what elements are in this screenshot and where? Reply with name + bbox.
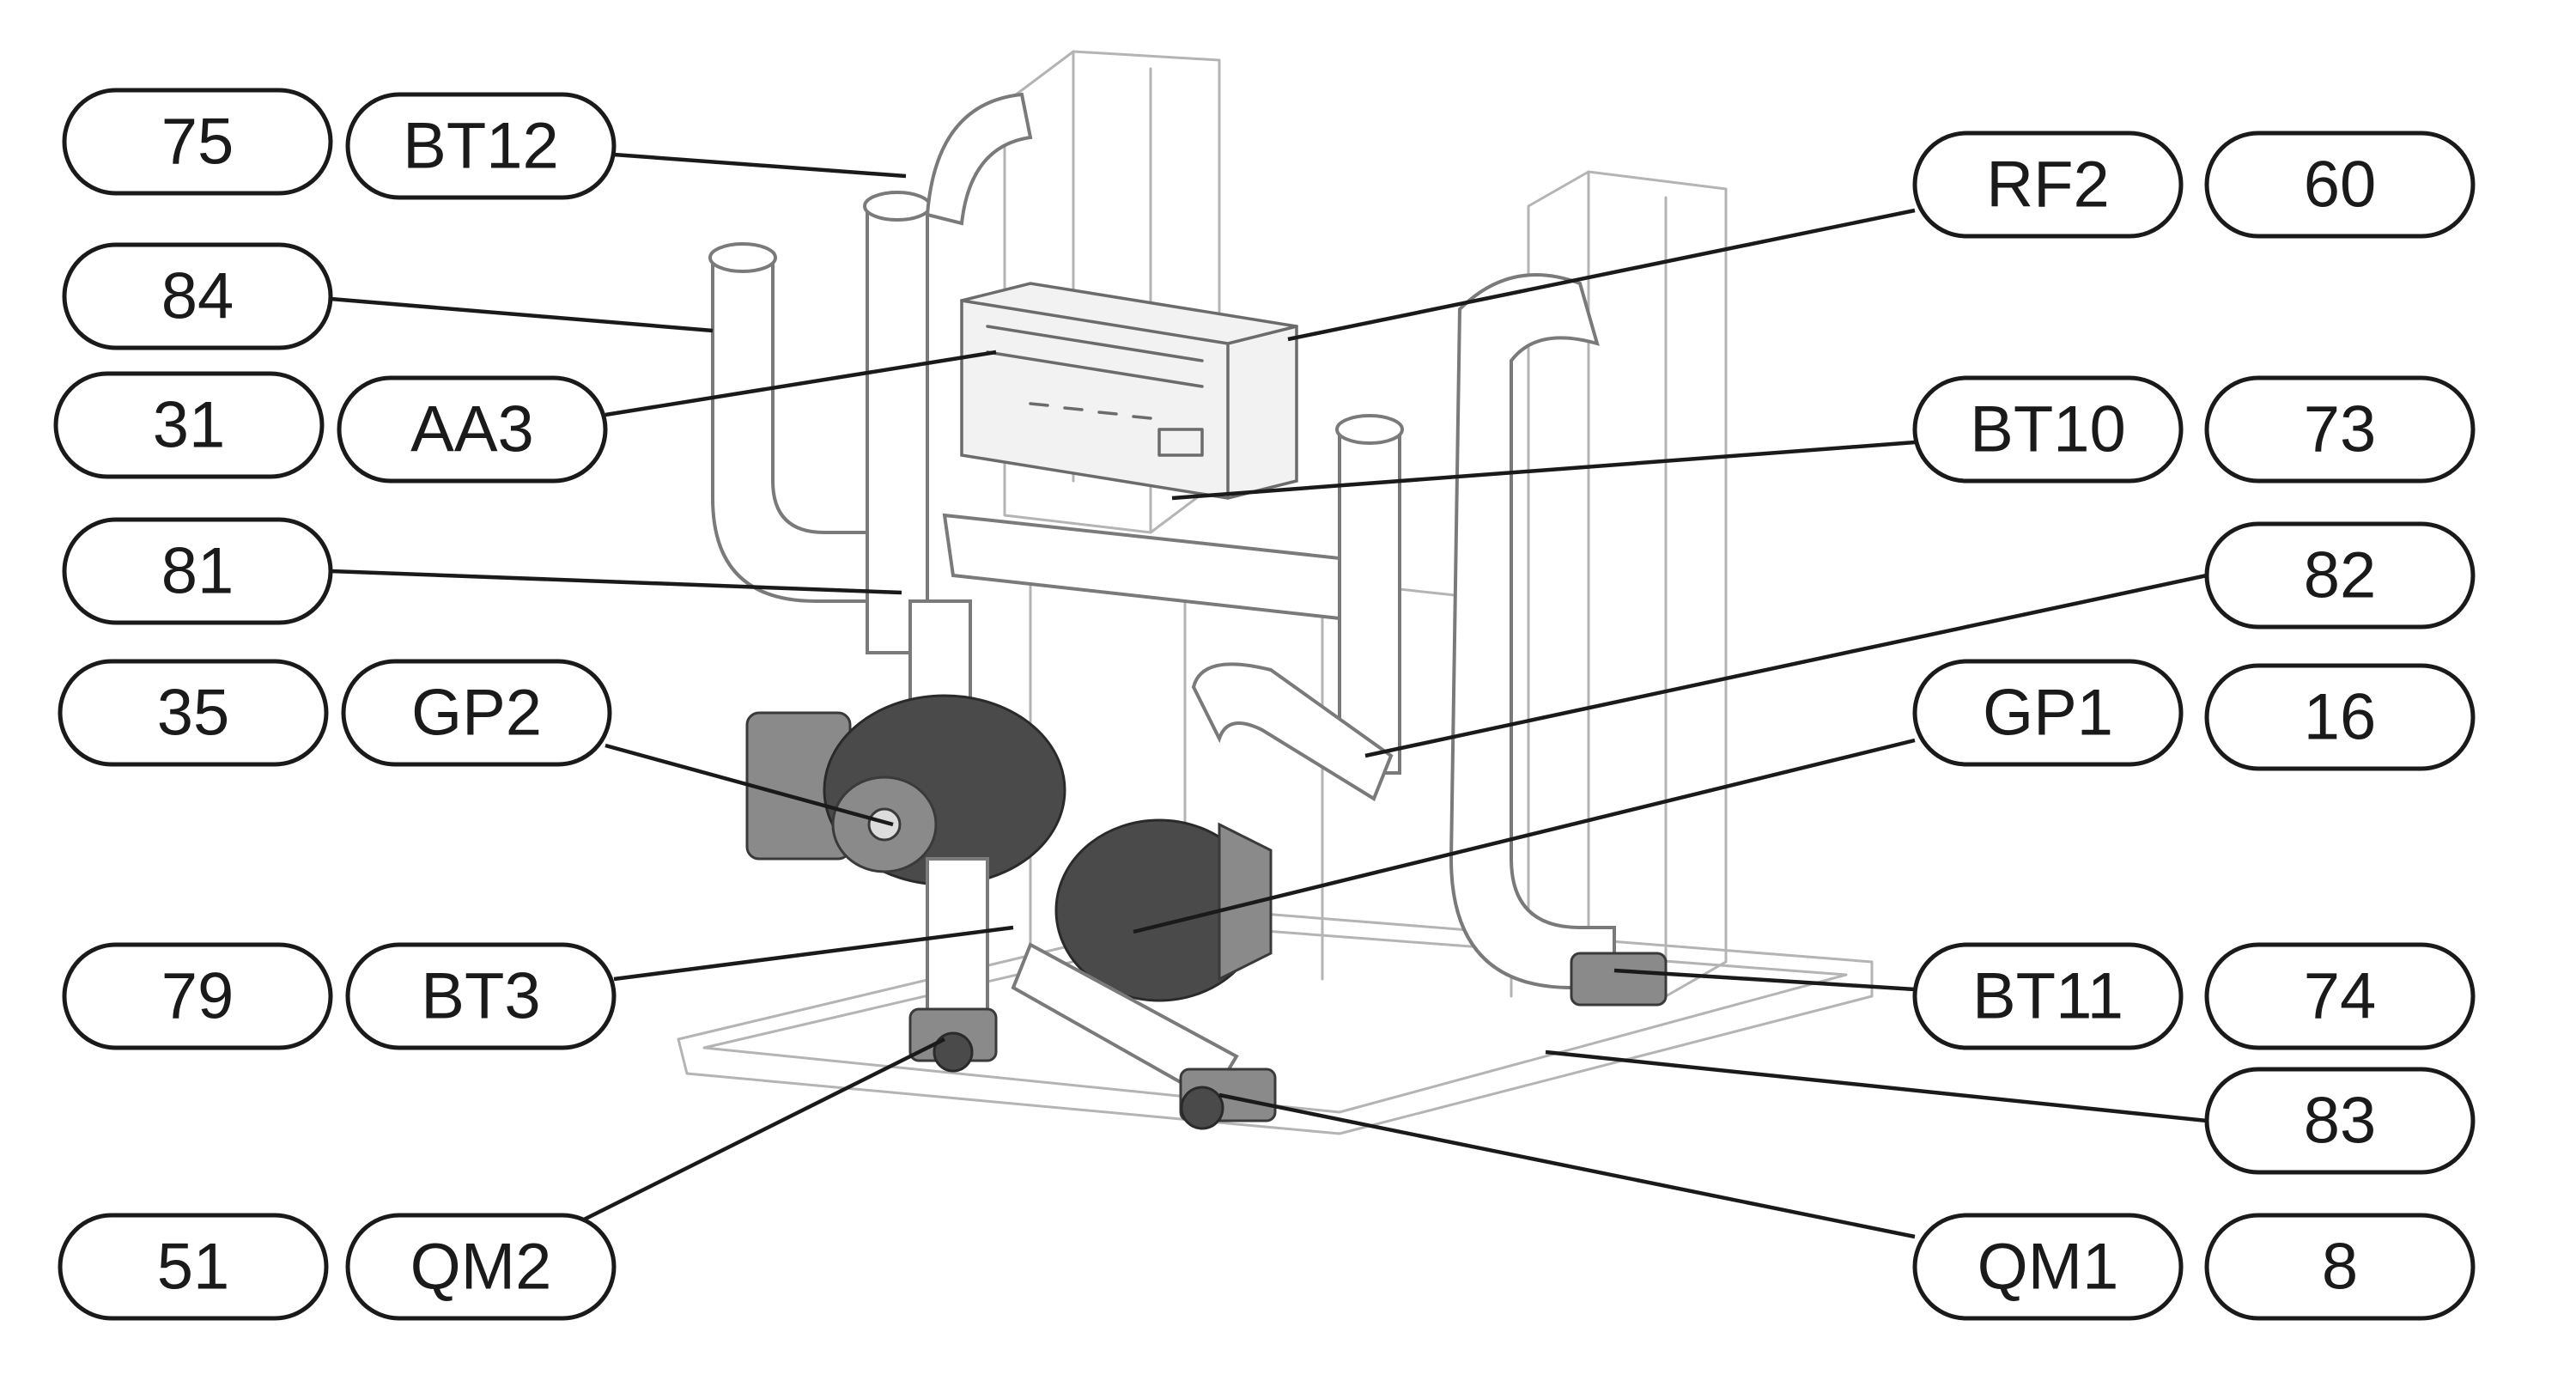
- callout-code-rf2: RF2: [1912, 131, 2184, 239]
- callout-pos-16: 16: [2204, 663, 2476, 771]
- callout-code-bt10-text: BT10: [1970, 393, 2126, 466]
- callout-pos-79: 79: [62, 942, 333, 1050]
- valve-qm1-shape: [1179, 1068, 1277, 1130]
- callout-code-aa3: AA3: [337, 375, 608, 484]
- leader-lines: [330, 152, 2208, 1239]
- leader-gp2: [605, 743, 894, 827]
- equipment-illustration: [677, 50, 1874, 1135]
- callout-pos-82-text: 82: [2304, 539, 2377, 612]
- callout-code-bt12-text: BT12: [403, 110, 559, 183]
- callout-pos-75-text: 75: [161, 106, 234, 179]
- callout-code-bt10: BT10: [1912, 375, 2184, 484]
- callout-code-gp2-text: GP2: [411, 677, 542, 750]
- callout-pos-51: 51: [58, 1213, 329, 1321]
- leader-83: [1545, 1049, 2208, 1123]
- leader-gp1: [1133, 738, 1916, 934]
- callouts-left: 75 BT12 84 31 AA3 81 35: [53, 88, 617, 1321]
- callout-pos-60-text: 60: [2304, 149, 2377, 222]
- callout-pos-81: 81: [62, 517, 333, 625]
- callout-code-gp2: GP2: [341, 659, 612, 767]
- callout-pos-8: 8: [2204, 1213, 2476, 1321]
- callout-pos-84-text: 84: [161, 260, 234, 333]
- callout-pos-35: 35: [58, 659, 329, 767]
- callout-code-qm2: QM2: [345, 1213, 617, 1321]
- callout-code-qm1: QM1: [1912, 1213, 2184, 1321]
- callout-code-gp1-text: GP1: [1983, 677, 2113, 750]
- leader-82: [1364, 573, 2208, 758]
- leader-aa3: [605, 350, 997, 417]
- callout-code-qm2-text: QM2: [410, 1231, 552, 1304]
- callout-pos-75: 75: [62, 88, 333, 196]
- leader-rf2: [1287, 208, 1916, 342]
- leader-bt3: [613, 925, 1014, 982]
- callout-pos-73: 73: [2204, 375, 2476, 484]
- callout-pos-83-text: 83: [2304, 1085, 2377, 1158]
- leader-81: [330, 569, 902, 595]
- leader-bt10: [1171, 440, 1916, 501]
- callout-code-rf2-text: RF2: [1986, 149, 2110, 222]
- callouts-right: RF2 60 BT10 73 82 GP1 16: [1912, 131, 2476, 1321]
- leader-qm1: [1218, 1092, 1916, 1239]
- leader-bt11: [1613, 968, 1916, 992]
- callout-pos-16-text: 16: [2304, 681, 2377, 754]
- callout-pos-81-text: 81: [161, 535, 234, 608]
- leader-qm2: [582, 1037, 946, 1222]
- valve-qm2-shape: [908, 1007, 998, 1073]
- callout-code-qm1-text: QM1: [1978, 1231, 2119, 1304]
- leader-84: [330, 296, 714, 333]
- callout-code-bt11: BT11: [1912, 942, 2184, 1050]
- leader-bt12: [613, 152, 907, 179]
- callout-code-bt3: BT3: [345, 942, 617, 1050]
- callout-code-bt11-text: BT11: [1972, 960, 2123, 1033]
- callout-pos-31-text: 31: [153, 389, 226, 462]
- callout-pos-79-text: 79: [161, 960, 234, 1033]
- callout-pos-74: 74: [2204, 942, 2476, 1050]
- callout-pos-74-text: 74: [2304, 960, 2377, 1033]
- callout-pos-84: 84: [62, 242, 333, 350]
- callout-pos-73-text: 73: [2304, 393, 2377, 466]
- callout-pos-60: 60: [2204, 131, 2476, 239]
- callout-code-aa3-text: AA3: [410, 393, 534, 466]
- callout-pos-83: 83: [2204, 1067, 2476, 1175]
- callout-code-bt12: BT12: [345, 92, 617, 200]
- callout-pos-82: 82: [2204, 521, 2476, 630]
- callout-code-gp1: GP1: [1912, 659, 2184, 767]
- callout-pos-51-text: 51: [157, 1231, 230, 1304]
- callout-code-bt3-text: BT3: [421, 960, 540, 1033]
- callout-pos-8-text: 8: [2322, 1231, 2358, 1304]
- callout-pos-35-text: 35: [157, 677, 230, 750]
- callout-pos-31: 31: [53, 371, 325, 479]
